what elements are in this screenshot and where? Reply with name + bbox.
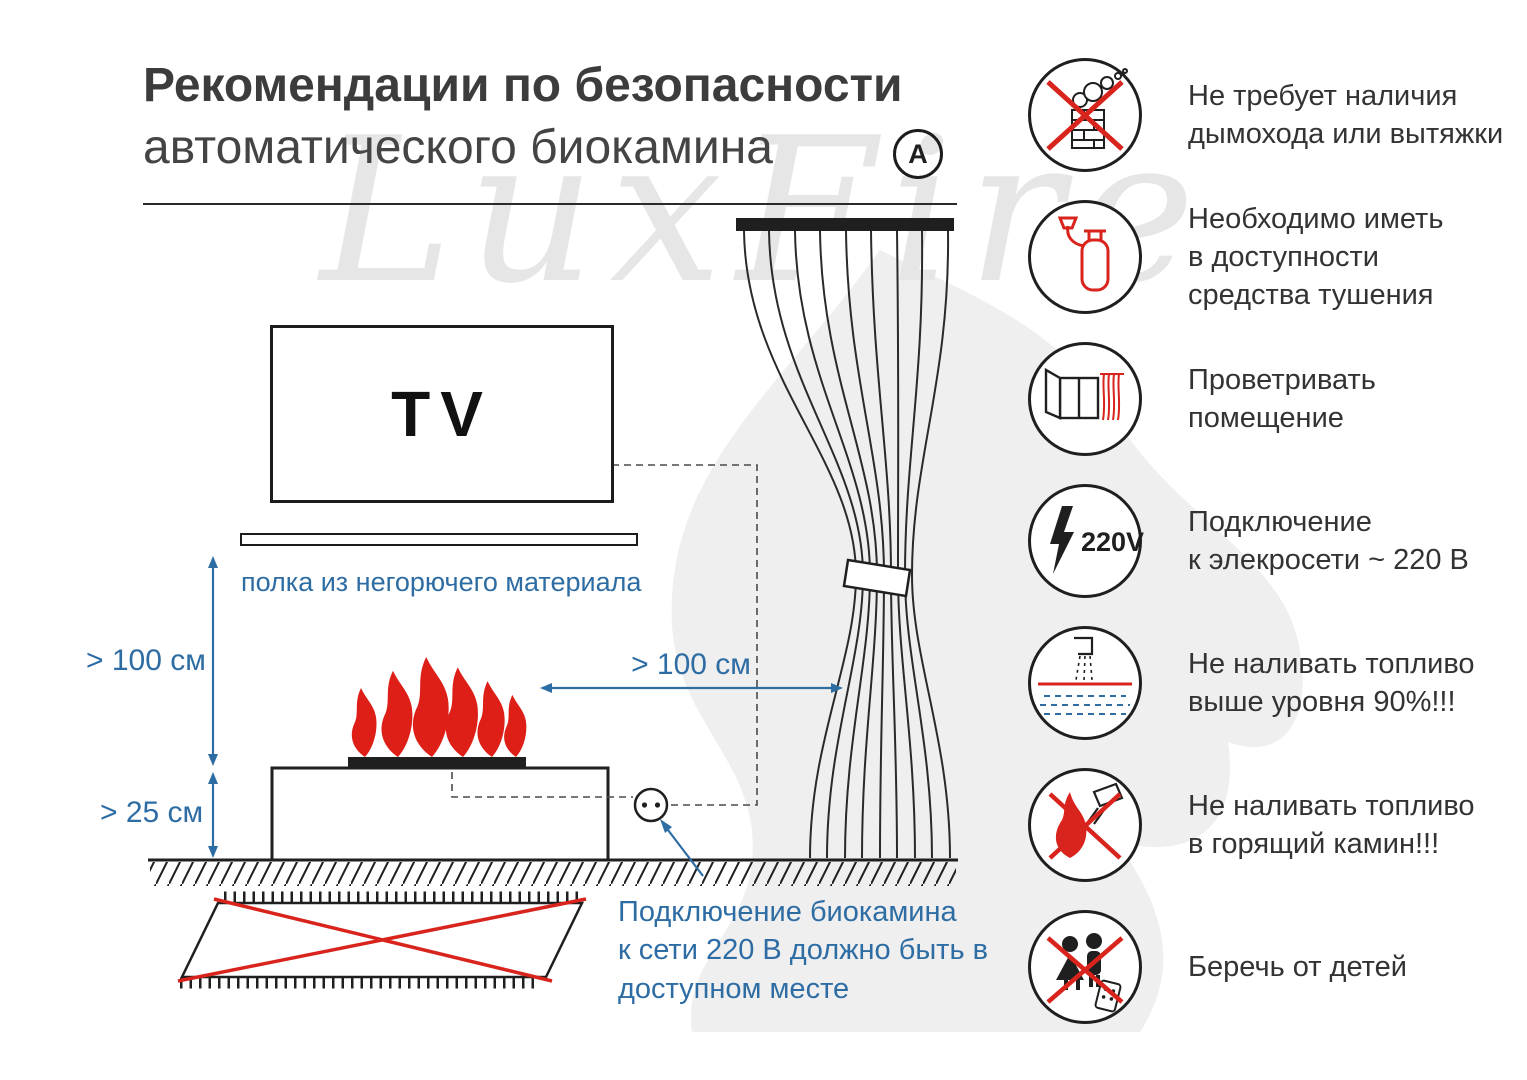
socket-note: Подключение биокамина к сети 220 В должн… (618, 896, 989, 1005)
page-title-line1: Рекомендации по безопасности (143, 59, 903, 112)
list-item: 220V Подключение к элекросети ~ 220 В (1026, 482, 1506, 600)
fuel-level-icon (1026, 624, 1144, 742)
icon-badge-220v: 220V (1081, 527, 1144, 557)
safety-item-text: Не наливать топливо выше уровня 90%!!! (1188, 647, 1475, 718)
list-item: Необходимо иметь в доступности средства … (1026, 198, 1506, 316)
dimension-lines (208, 556, 843, 877)
safety-item-text: Проветривать помещение (1188, 363, 1376, 434)
power-220v-icon: 220V (1026, 482, 1144, 600)
dim-base-height-label: > 25 см (100, 796, 204, 829)
list-item: Не наливать топливо в горящий камин!!! (1026, 766, 1506, 884)
floor (148, 858, 958, 886)
safety-item-text: Беречь от детей (1188, 950, 1407, 983)
list-item: Проветривать помещение (1026, 340, 1506, 458)
safety-item-text: Не наливать топливо в горящий камин!!! (1188, 789, 1475, 860)
safety-item-text: Подключение к элекросети ~ 220 В (1188, 505, 1469, 576)
tv-label: TV (391, 378, 493, 450)
dim-curtain-distance-label: > 100 см (631, 648, 751, 681)
list-item: Не наливать топливо выше уровня 90%!!! (1026, 624, 1506, 742)
shelf (240, 533, 638, 546)
red-cross-icon (177, 897, 587, 983)
safety-recommendations-list: Не требует наличия дымохода или вытяжки … (1026, 56, 1506, 1050)
dim-shelf-height-label: > 100 см (86, 644, 206, 677)
no-chimney-icon (1026, 56, 1144, 174)
flames (351, 656, 527, 757)
ventilate-room-icon (1026, 340, 1144, 458)
power-socket (633, 787, 669, 823)
tv-box: TV (270, 325, 614, 503)
biofireplace (270, 656, 610, 862)
list-item: Беречь от детей (1026, 908, 1506, 1026)
safety-item-text: Необходимо иметь в доступности средства … (1188, 202, 1444, 312)
header-divider (143, 203, 957, 205)
no-refuel-burning-icon (1026, 766, 1144, 884)
list-item: Не требует наличия дымохода или вытяжки (1026, 56, 1506, 174)
curtain (736, 218, 954, 859)
wiring-dashed-lines (451, 464, 758, 806)
model-marker-badge: A (893, 129, 943, 179)
carpet-crossed-out (177, 891, 587, 989)
shelf-label: полка из негорючего материала (241, 567, 642, 597)
keep-away-children-icon (1026, 908, 1144, 1026)
page-title-line2: автоматического биокамина (143, 121, 773, 174)
safety-item-text: Не требует наличия дымохода или вытяжки (1188, 79, 1504, 150)
extinguisher-icon (1026, 198, 1144, 316)
